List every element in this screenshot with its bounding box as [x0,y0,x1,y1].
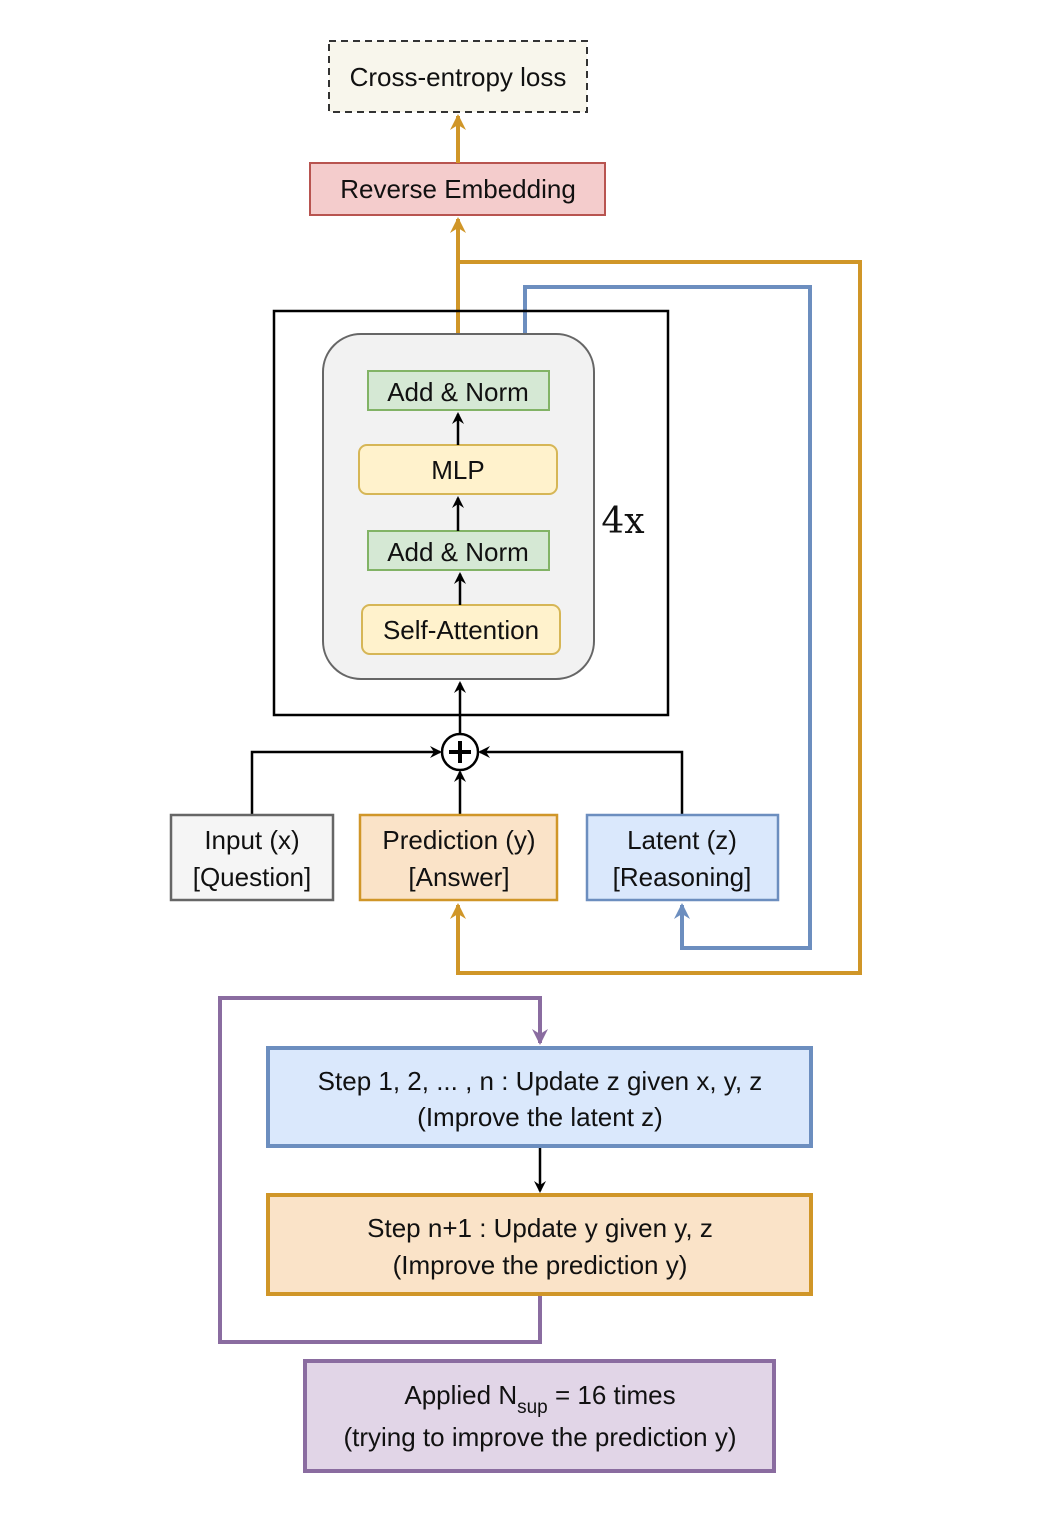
layer-label: Self-Attention [383,615,539,645]
layer-add-norm-bottom: Add & Norm [367,530,550,571]
repeat-count-label: 4x [601,501,644,542]
layer-mlp: MLP [358,444,558,495]
layer-add-norm-top: Add & Norm [367,370,550,411]
step2-line1: Step n+1 : Update y given y, z [367,1213,713,1243]
layer-label: Add & Norm [387,377,529,407]
input-line2: [Question] [193,862,312,892]
step-update-latent-node: Step 1, 2, ... , n : Update z given x, y… [266,1046,813,1148]
arrow-latent-to-sum [478,746,684,815]
layer-label: MLP [431,455,484,485]
blue-feedback-loop-to-latent [523,285,812,950]
prediction-line1: Prediction (y) [382,825,535,855]
supervision-line1: Applied Nsup = 16 times [404,1380,675,1418]
supervision-node: Applied Nsup = 16 times (trying to impro… [303,1359,776,1473]
purple-iteration-loop [218,996,548,1344]
sum-node [440,732,480,772]
input-line1: Input (x) [204,825,299,855]
cross-entropy-loss-node: Cross-entropy loss [328,40,588,113]
arrow-input-to-sum [250,746,442,815]
supervision-suffix: = 16 times [548,1380,676,1410]
supervision-prefix: Applied N [404,1380,517,1410]
layer-self-attention: Self-Attention [361,604,561,655]
latent-z-node: Latent (z) [Reasoning] [585,813,780,902]
supervision-subscript: sup [517,1397,548,1418]
supervision-line2: (trying to improve the prediction y) [343,1422,736,1452]
step1-line2: (Improve the latent z) [417,1102,663,1132]
reverse-embedding-node: Reverse Embedding [309,162,606,216]
step1-line1: Step 1, 2, ... , n : Update z given x, y… [318,1066,763,1096]
prediction-y-node: Prediction (y) [Answer] [358,813,559,902]
reverse-embedding-label: Reverse Embedding [340,174,576,204]
prediction-line2: [Answer] [408,862,509,892]
latent-line2: [Reasoning] [613,862,752,892]
step2-line2: (Improve the prediction y) [393,1250,688,1280]
layer-label: Add & Norm [387,537,529,567]
step-update-prediction-node: Step n+1 : Update y given y, z (Improve … [266,1193,813,1296]
loss-label: Cross-entropy loss [350,62,567,92]
latent-line1: Latent (z) [627,825,737,855]
input-x-node: Input (x) [Question] [169,813,335,902]
transformer-block-frame [272,309,670,717]
gold-feedback-loop-to-prediction [450,260,862,975]
